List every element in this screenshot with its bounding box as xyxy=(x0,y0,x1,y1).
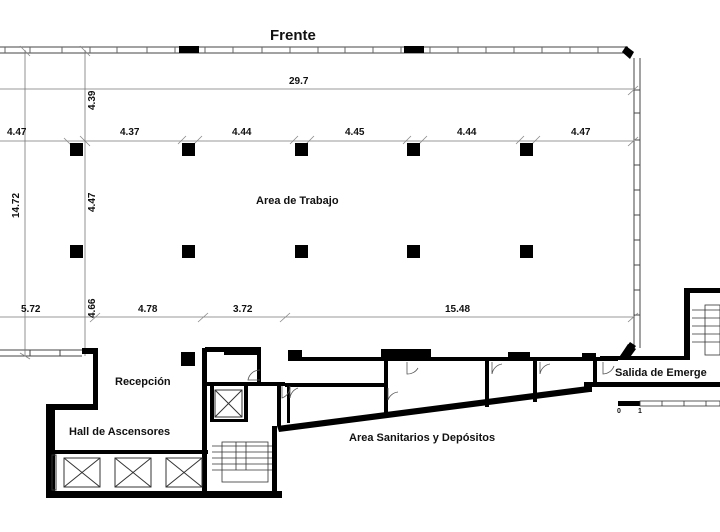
dim-bottom-1: 5.72 xyxy=(21,304,41,315)
core-walls xyxy=(46,288,720,498)
dim-vert-3: 4.66 xyxy=(87,298,98,318)
dim-total-width: 29.7 xyxy=(289,76,309,87)
scale-label-0: 0 xyxy=(617,408,621,415)
stairs xyxy=(212,441,272,483)
front-facade xyxy=(0,46,628,54)
room-emergency-exit: Salida de Emerge xyxy=(615,367,707,379)
dim-vert-1: 4.39 xyxy=(87,90,98,110)
room-elevator-hall: Hall de Ascensores xyxy=(69,426,171,438)
dim-bottom-2: 4.78 xyxy=(138,304,158,315)
dim-vert-2: 4.47 xyxy=(87,192,98,212)
dim-top-2: 4.37 xyxy=(120,127,140,138)
columns xyxy=(70,143,533,366)
elevators xyxy=(51,389,243,491)
dimension-lines xyxy=(0,50,634,356)
room-work-area: Area de Trabajo xyxy=(256,195,339,207)
plan-title: Frente xyxy=(270,27,316,44)
scale-bar xyxy=(618,400,720,407)
dim-top-1: 4.47 xyxy=(7,127,27,138)
dim-top-5: 4.44 xyxy=(457,127,477,138)
scale-label-1: 1 xyxy=(638,408,642,415)
dim-top-4: 4.45 xyxy=(345,127,365,138)
doors xyxy=(247,362,615,401)
dim-top-6: 4.47 xyxy=(571,127,591,138)
dim-bottom-3: 3.72 xyxy=(233,304,253,315)
dim-top-3: 4.44 xyxy=(232,127,252,138)
dim-bottom-4: 15.48 xyxy=(445,304,471,315)
room-reception: Recepción xyxy=(115,376,171,388)
room-sanitary-storage: Area Sanitarios y Depósitos xyxy=(349,432,496,444)
dim-total-depth: 14.72 xyxy=(11,192,22,218)
